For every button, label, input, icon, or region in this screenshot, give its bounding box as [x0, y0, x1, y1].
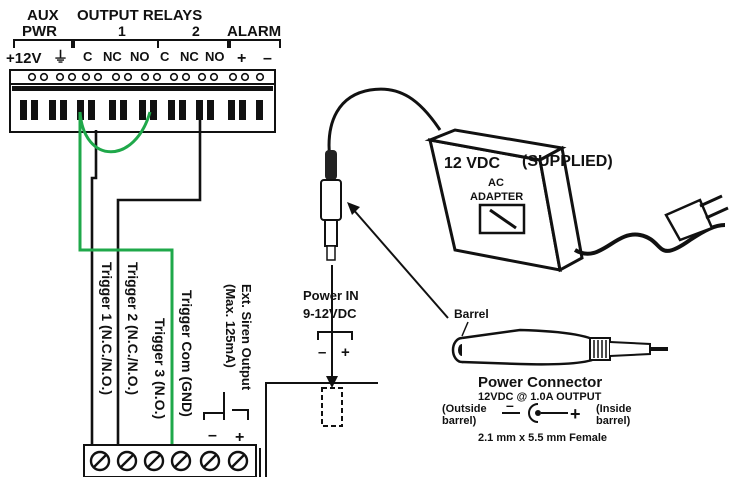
output-relays-label: OUTPUT RELAYS — [77, 7, 202, 24]
terminal-label-c1: C — [83, 49, 93, 64]
adapter-ac-label: AC — [488, 177, 504, 189]
power-in-minus: – — [318, 344, 326, 361]
alarm-bracket — [229, 39, 281, 48]
terminal-label-minus: – — [263, 50, 272, 67]
siren-max-label: (Max. 125mA) — [223, 284, 238, 368]
aux-label: AUX — [27, 7, 59, 24]
adapter-supplied-label: (SUPPLIED) — [522, 153, 613, 170]
siren-minus-label: – — [208, 427, 217, 444]
dc-cable — [327, 87, 442, 161]
ground-icon: ⏚ — [53, 49, 68, 66]
power-in-label: Power IN — [303, 288, 359, 303]
board-edge — [265, 382, 378, 477]
relay2-number: 2 — [192, 23, 200, 39]
power-connector-title: Power Connector — [478, 374, 602, 391]
power-in-plus: + — [341, 344, 350, 361]
terminal-slots — [20, 100, 263, 120]
aux-bracket — [13, 39, 73, 48]
ac-adapter — [424, 128, 584, 273]
relay-terminal-block — [9, 69, 276, 133]
terminal-screw-holes — [27, 72, 265, 82]
trigger2-wire — [116, 110, 202, 450]
siren-bracket — [203, 406, 249, 420]
barrel-label: Barrel — [454, 307, 489, 321]
ac-plug-icon — [664, 194, 729, 242]
adapter-voltage-label: 12 VDC — [444, 155, 500, 172]
inside-barrel-label2: barrel) — [596, 415, 631, 427]
barrel-plug — [451, 328, 668, 366]
power-in-voltage: 9-12VDC — [303, 306, 357, 321]
power-jack-outline — [321, 387, 343, 427]
terminal-label-plus: + — [237, 50, 246, 67]
connector-pointer — [351, 207, 449, 319]
trigger3-label: Trigger 3 (N.O.) — [152, 318, 168, 419]
trigger-terminal-block — [83, 444, 261, 477]
relay1-number: 1 — [118, 23, 126, 39]
siren-plus-label: + — [235, 429, 244, 446]
adapter-adapter-label: ADAPTER — [470, 191, 523, 203]
terminal-label-c2: C — [160, 49, 170, 64]
barrel-pointer — [461, 321, 469, 337]
inside-barrel-label1: (Inside — [596, 403, 631, 415]
siren-output-label: Ext. Siren Output — [239, 284, 254, 391]
trigger2-label: Trigger 2 (N.C./N.O.) — [125, 262, 141, 395]
connector-pointer-head — [347, 202, 360, 215]
power-in-bracket — [317, 331, 353, 340]
plug-arrow-head — [326, 376, 338, 388]
relay1-bracket — [73, 39, 159, 48]
terminal-label-nc1: NC — [103, 49, 122, 64]
outside-barrel-label2: barrel) — [442, 415, 477, 427]
trigger-com-wire — [78, 112, 174, 450]
terminal-label-no2: NO — [205, 49, 225, 64]
trigger1-wire — [90, 130, 98, 450]
trigger1-label: Trigger 1 (N.C./N.O.) — [99, 262, 115, 395]
pwr-label: PWR — [22, 23, 57, 40]
dc-plug — [320, 150, 342, 261]
terminal-label-nc2: NC — [180, 49, 199, 64]
green-jumper-wire — [78, 111, 152, 154]
relay2-bracket — [157, 39, 229, 48]
alarm-label: ALARM — [227, 23, 281, 40]
terminal-label-12v: +12V — [6, 50, 41, 67]
terminal-label-no1: NO — [130, 49, 150, 64]
power-connector-rating: 12VDC @ 1.0A OUTPUT — [478, 391, 602, 403]
connector-size-label: 2.1 mm x 5.5 mm Female — [478, 432, 607, 444]
outside-barrel-label1: (Outside — [442, 403, 487, 415]
polarity-minus: – — [506, 397, 514, 413]
polarity-symbol — [502, 403, 568, 423]
polarity-plus: + — [570, 404, 581, 424]
trigger-com-label: Trigger Com (GND) — [179, 290, 195, 417]
